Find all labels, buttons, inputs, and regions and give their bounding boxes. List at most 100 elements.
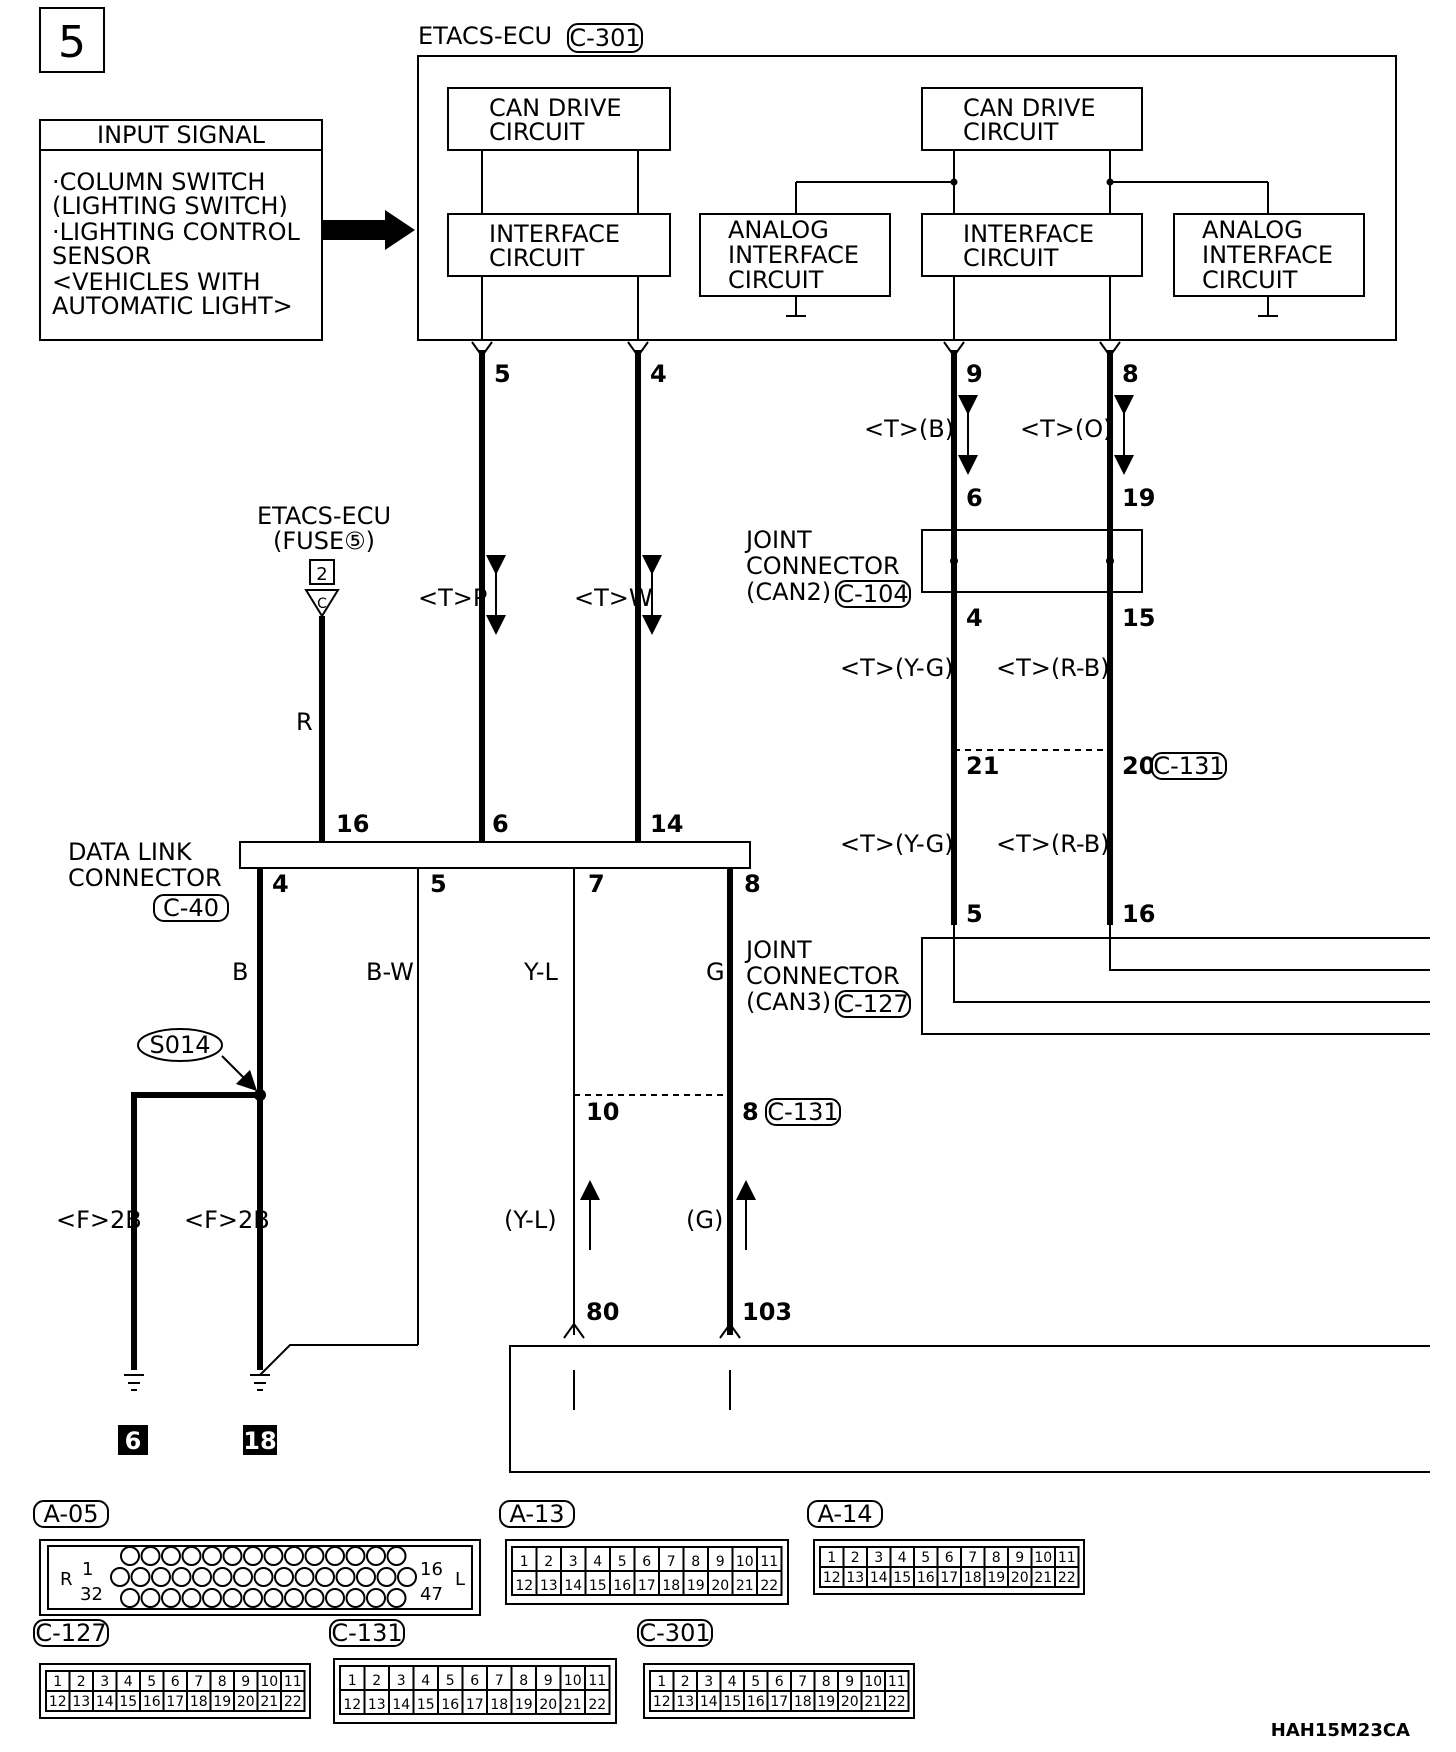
connector-pin [325,1588,345,1608]
svg-text:INTERFACE: INTERFACE [1202,241,1333,269]
connector-pin [161,1588,181,1608]
svg-text:SENSOR: SENSOR [52,242,151,270]
connector-pin [140,1546,161,1566]
connector-pin-number: 8 [691,1554,700,1570]
connector-pin-number: 9 [845,1674,854,1690]
svg-text:ETACS-ECU: ETACS-ECU [257,502,391,530]
svg-text:C: C [317,596,327,612]
connector-pin-number: 16 [613,1578,631,1594]
page-number: 5 [39,7,105,73]
connector-pin [274,1567,294,1587]
svg-text:CIRCUIT: CIRCUIT [489,118,585,146]
connector-pin [161,1546,181,1566]
connector-pin [397,1567,417,1587]
connector-pin-number: 5 [446,1673,455,1689]
connector-pin-number: 20 [1011,1570,1029,1586]
connector-pin [584,1689,611,1715]
connector-pin-number: 1 [827,1550,836,1566]
svg-text:5: 5 [494,360,511,388]
connector-pin [325,1546,345,1566]
connector-pin-number: 22 [284,1694,302,1710]
connector-pin [212,1567,233,1587]
connector-pin [366,1588,386,1608]
connector-pin-number: 8 [822,1674,831,1690]
connector-pin-number: 11 [1058,1550,1076,1566]
svg-text:16: 16 [420,1559,443,1580]
connector-pin-number: 12 [49,1694,67,1710]
connector-pin-number: 13 [676,1694,694,1710]
connector-pin-number: 15 [893,1570,911,1586]
svg-text:INTERFACE: INTERFACE [489,220,620,248]
svg-text:<T>(R-B): <T>(R-B) [996,654,1110,682]
connector-pin [120,1546,140,1566]
connector-pin-number: 4 [898,1550,907,1566]
connector-pin-number: 2 [681,1674,690,1690]
connector-pin-number: 12 [515,1578,533,1594]
svg-text:<F>2B: <F>2B [56,1206,142,1234]
connector-pin [253,1567,274,1587]
connector-pin [151,1567,171,1587]
connector-pin-number: 14 [392,1697,410,1713]
svg-text:G: G [706,958,725,986]
svg-text:<T>(Y-G): <T>(Y-G) [840,830,954,858]
svg-text:B: B [232,958,248,986]
connector-pin [386,1588,407,1608]
connector-pin-number: 21 [864,1694,882,1710]
connector-pin-number: 16 [441,1697,459,1713]
svg-text:19: 19 [1122,484,1155,512]
connector-pin-number: 14 [564,1578,582,1594]
connector-pin-number: 9 [544,1673,553,1689]
connector-pin-number: 17 [638,1578,656,1594]
svg-text:103: 103 [742,1298,792,1326]
svg-text:A-05: A-05 [43,1500,98,1528]
connector-pin-number: 4 [728,1674,737,1690]
connector-pin [386,1546,407,1566]
svg-text:15: 15 [1122,604,1155,632]
connector-pin-number: 6 [775,1674,784,1690]
connector-pin-number: 3 [397,1673,406,1689]
analog-right [1173,213,1365,297]
connector-pin-number: 6 [642,1554,651,1570]
connector-pin-number: 20 [539,1697,557,1713]
connector-pin-number: 1 [520,1554,529,1570]
svg-text:4: 4 [650,360,667,388]
svg-text:4: 4 [966,604,983,632]
connector-pin-number: 6 [470,1673,479,1689]
svg-text:16: 16 [336,810,369,838]
connector-pin-number: 7 [968,1550,977,1566]
svg-text:CIRCUIT: CIRCUIT [728,266,824,294]
svg-text:16: 16 [1122,900,1155,928]
svg-text:7: 7 [588,870,605,898]
svg-text:INTERFACE: INTERFACE [728,241,859,269]
svg-text:CIRCUIT: CIRCUIT [489,244,585,272]
svg-text:8: 8 [1122,360,1139,388]
connector-pin [222,1588,243,1608]
connector-pin [263,1546,284,1566]
connector-pin-number: 19 [817,1694,835,1710]
connector-pin-number: 7 [194,1674,203,1690]
connector-pin [884,1690,910,1712]
joint-can3-box [921,937,1430,1035]
connector-pin [1054,1566,1080,1588]
connector-pin [181,1588,202,1608]
connector-pin-number: 15 [723,1694,741,1710]
etacs-ecu-title: ETACS-ECU [418,22,552,50]
connector-pin-number: 5 [147,1674,156,1690]
connector-pin-number: 13 [72,1694,90,1710]
svg-text:<T>(R-B): <T>(R-B) [996,830,1110,858]
svg-text:A-14: A-14 [817,1500,872,1528]
svg-text:CAN DRIVE: CAN DRIVE [963,94,1096,122]
svg-text:DATA LINK: DATA LINK [68,838,193,866]
etacs-connector-tag: C-301 [569,24,640,52]
svg-text:CONNECTOR: CONNECTOR [746,962,900,990]
svg-text:80: 80 [586,1298,619,1326]
input-signal-box: INPUT SIGNAL ·COLUMN SWITCH (LIGHTING SW… [39,119,415,341]
connector-pin-number: 16 [917,1570,935,1586]
connector-pin-number: 19 [687,1578,705,1594]
svg-text:4: 4 [272,870,289,898]
connector-pin-number: 7 [495,1673,504,1689]
connector-pin-number: 12 [343,1697,361,1713]
svg-text:S014: S014 [149,1031,210,1059]
svg-text:ANALOG: ANALOG [1202,216,1303,244]
svg-text:C-131: C-131 [331,1619,402,1647]
